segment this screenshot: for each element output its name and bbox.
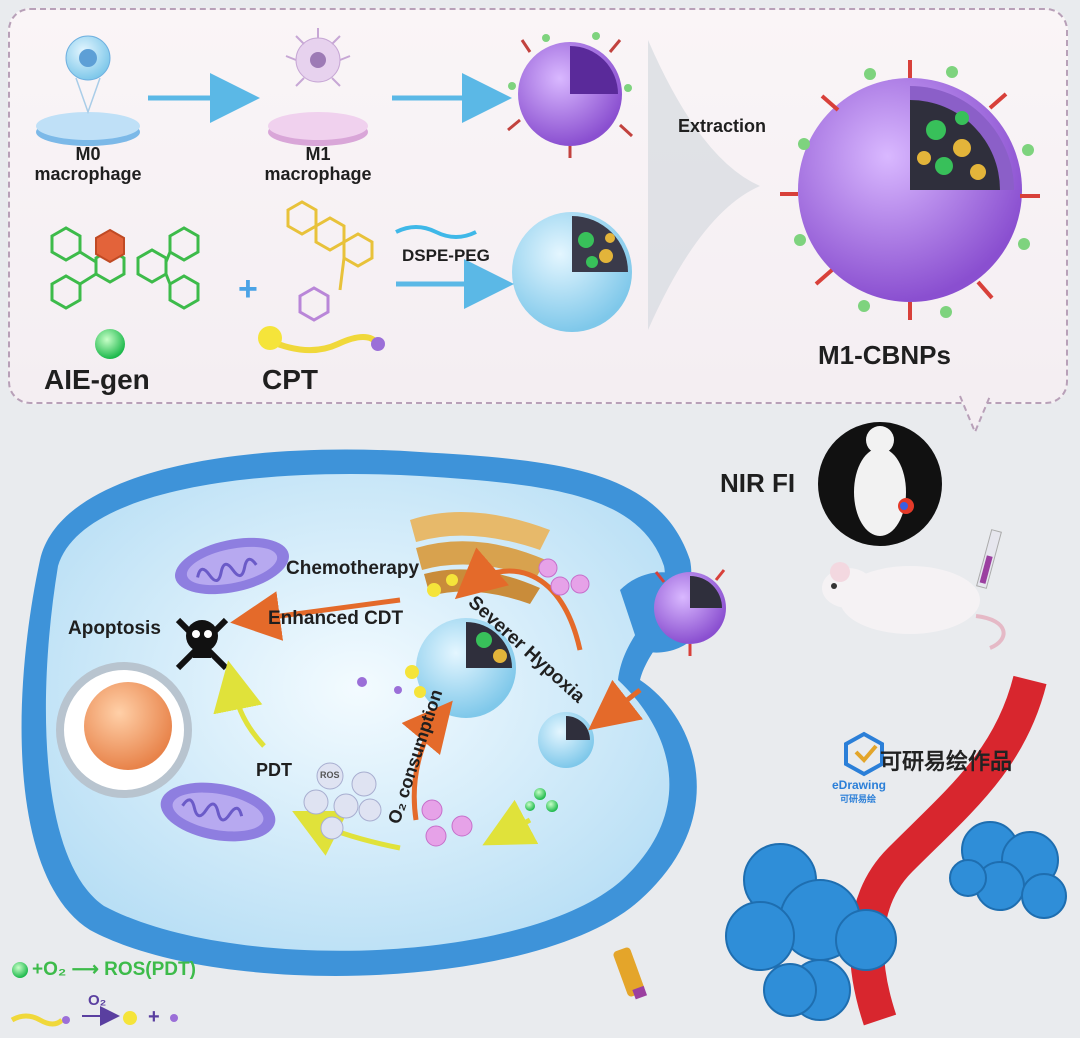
extraction-label: Extraction (678, 116, 767, 136)
m1-cbnps-illustration (780, 60, 1040, 320)
legend-o2-label: O₂ (88, 992, 107, 1009)
legend-plus: + (148, 1006, 160, 1028)
legend-cpt-chain (10, 1013, 64, 1027)
arrow-green-to-o2 (482, 799, 539, 846)
m1-cbnp-entering (654, 569, 726, 656)
skull-icon (175, 617, 229, 671)
nanoparticle-in-cell (416, 618, 516, 718)
legend-cpt-dot (123, 1011, 137, 1025)
mitochondrion-bottom (160, 782, 276, 842)
watermark-brand: eDrawing (832, 778, 887, 792)
extraction-funnel (648, 40, 760, 330)
syringe-icon (976, 529, 1002, 589)
o2-bubbles (421, 558, 590, 847)
aie-gen-molecule (50, 226, 200, 310)
m0-label-sub: macrophage (34, 164, 142, 184)
nir-fi-label: NIR FI (720, 468, 796, 498)
arrow-np-entry (588, 679, 644, 731)
panel-callout (959, 395, 991, 435)
pdt-label: PDT (256, 760, 292, 780)
nucleus (56, 662, 192, 798)
membrane-vesicle (507, 32, 634, 158)
core-nanoparticle (512, 212, 632, 332)
watermark-brand-sub: 可研易绘 (840, 794, 877, 804)
laser-flashlight-icon (613, 947, 648, 1000)
cpt-chain (266, 334, 381, 354)
enhanced-cdt-label: Enhanced CDT (268, 608, 404, 629)
m1-cbnps-label: M1-CBNPs (818, 340, 951, 370)
legend-purple-dot (170, 1014, 178, 1022)
m0-label: M0 (75, 144, 101, 164)
arrow-o2-consumption (401, 700, 453, 821)
aie-core (95, 228, 125, 264)
arrow-pdt (213, 660, 266, 748)
cpt-tail (371, 337, 385, 351)
plus-sign: + (238, 270, 258, 308)
cpt-label: CPT (262, 364, 318, 395)
small-nanoparticle (538, 712, 594, 768)
aie-gen-dot (95, 329, 125, 359)
mouse-illustration (822, 562, 1006, 650)
apoptosis-label: Apoptosis (68, 618, 161, 639)
tumor-cluster-right (949, 821, 1067, 919)
watermark-chinese: 可研易绘作品 (880, 749, 1013, 774)
ros-bubbles (303, 762, 382, 840)
edrawing-logo-icon (844, 731, 884, 777)
cpt-molecule (286, 200, 374, 322)
arrow-ros (292, 811, 401, 856)
aie-dots-cell (525, 788, 558, 812)
mitochondrion-top (175, 537, 289, 595)
m1-label: M1 (305, 144, 331, 164)
aie-gen-label: AIE-gen (44, 364, 150, 395)
nir-imaging-circle (818, 422, 942, 546)
legend-aie-dot (12, 962, 28, 978)
arrow-enhanced-cdt (230, 591, 401, 641)
arrow-severer-hypoxia (454, 547, 583, 651)
cpt-head (258, 326, 282, 350)
m0-macrophage-illustration (36, 35, 140, 146)
cpt-fragments (357, 574, 458, 698)
legend-pdt-equation: +O₂ ⟶ ROS(PDT) (32, 959, 196, 980)
tumor-cluster-left (725, 843, 897, 1021)
chemotherapy-label: Chemotherapy (286, 558, 420, 579)
dspe-peg-label: DSPE-PEG (402, 246, 490, 265)
dspe-peg-chain (395, 225, 477, 239)
ros-bubble-label: ROS (320, 770, 340, 780)
m1-label-sub: macrophage (264, 164, 372, 184)
m1-macrophage-illustration (268, 28, 368, 146)
